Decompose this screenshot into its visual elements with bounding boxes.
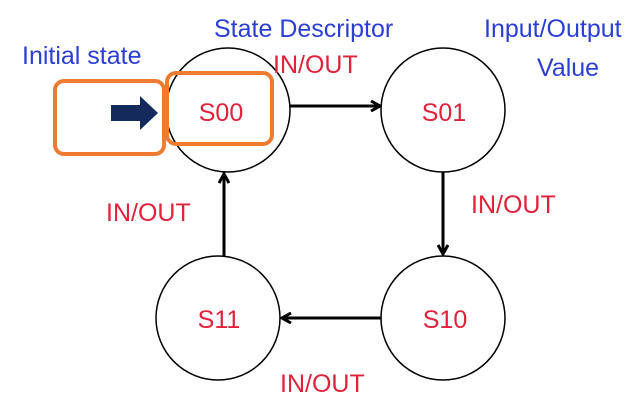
- io-value-annotation-line1: Input/Output: [484, 15, 622, 43]
- state-label-s01: S01: [422, 99, 466, 127]
- state-descriptor-highlight-box: [165, 71, 274, 146]
- state-descriptor-annotation: State Descriptor: [214, 15, 393, 43]
- initial-marker-highlight-box: [53, 79, 166, 156]
- initial-state-arrow-icon: [111, 96, 158, 130]
- edge-label-s00-s01: IN/OUT: [273, 51, 358, 79]
- state-label-s00: S00: [199, 99, 243, 127]
- edge-label-s01-s10: IN/OUT: [471, 191, 556, 219]
- initial-state-annotation: Initial state: [22, 42, 142, 70]
- edge-label-s10-s11: IN/OUT: [280, 370, 365, 398]
- state-label-s11: S11: [198, 306, 241, 334]
- edge-label-s11-s00: IN/OUT: [106, 199, 191, 227]
- state-label-s10: S10: [423, 306, 467, 334]
- io-value-annotation-line2: Value: [537, 54, 599, 82]
